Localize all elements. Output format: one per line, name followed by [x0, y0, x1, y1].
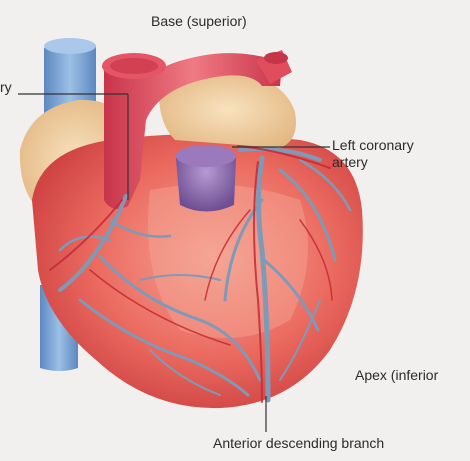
superior-vena-cava-opening: [44, 38, 96, 54]
label-right-coronary-artery: ry: [0, 79, 12, 96]
label-base-superior: Base (superior): [151, 13, 247, 30]
label-left-coronary-line2: artery: [332, 154, 368, 170]
label-anterior-descending-branch: Anterior descending branch: [213, 435, 384, 452]
label-left-coronary-artery: Left coronary artery: [332, 137, 414, 171]
label-apex-inferior: Apex (inferior: [355, 367, 438, 384]
label-left-coronary-line1: Left coronary: [332, 137, 414, 153]
